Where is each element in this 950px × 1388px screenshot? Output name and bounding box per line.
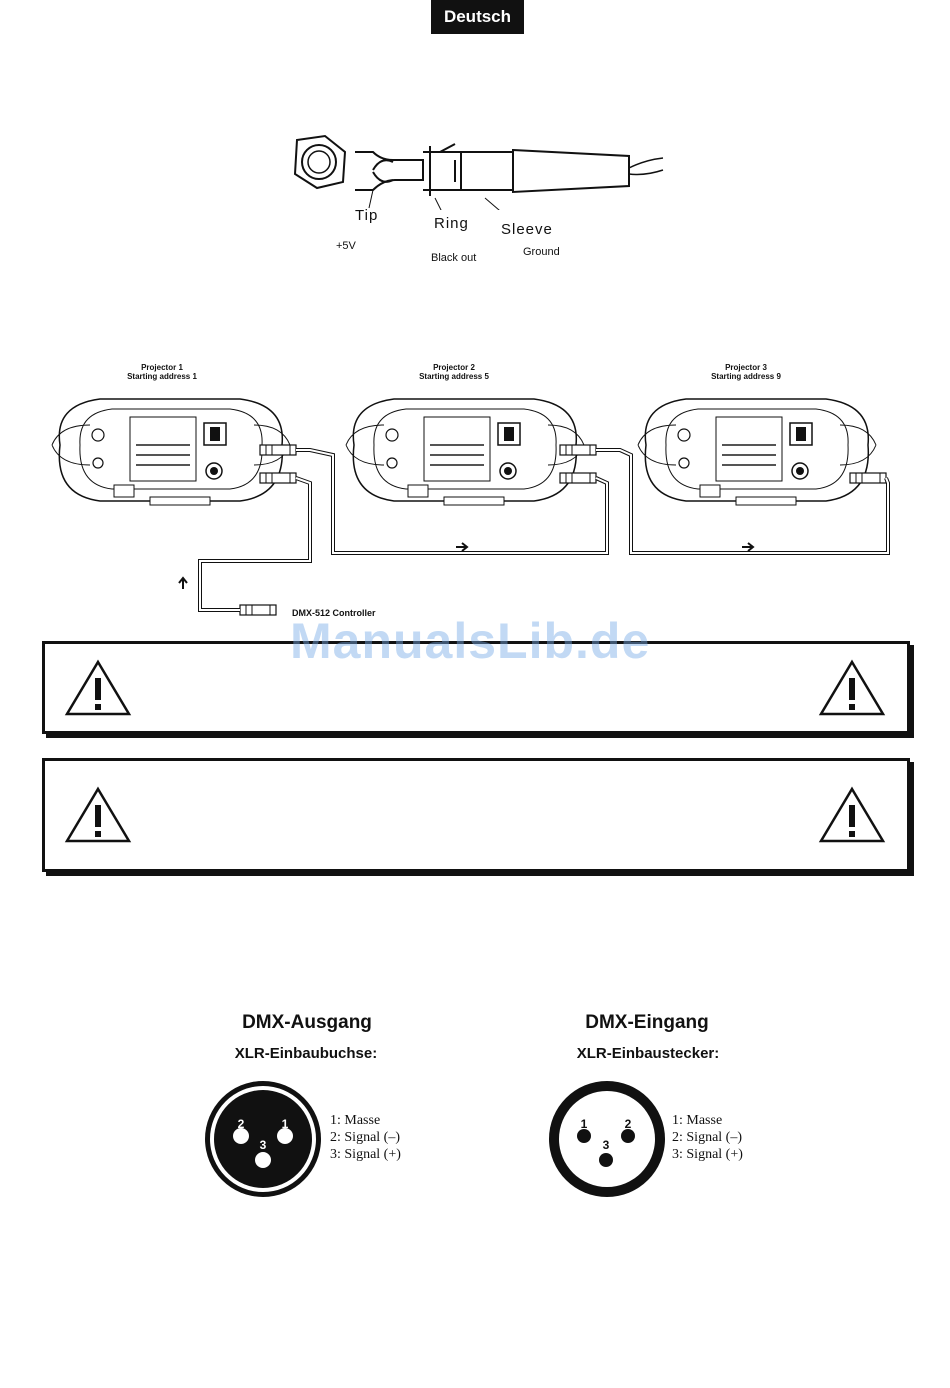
warning-left-icon bbox=[64, 659, 132, 716]
dmx-input-legend: 1: Masse 2: Signal (–) 3: Signal (+) bbox=[672, 1112, 743, 1163]
sleeve-label: Sleeve bbox=[501, 221, 553, 238]
jack-plug-drawing bbox=[293, 134, 664, 210]
tip-value: +5V bbox=[336, 240, 356, 252]
projector-3-label: Projector 3 Starting address 9 bbox=[676, 363, 816, 381]
projector-3-address: Starting address 9 bbox=[711, 372, 781, 381]
legend-line: 3: Signal (+) bbox=[672, 1147, 743, 1162]
dmx-input-subtitle: XLR-Einbaustecker: bbox=[576, 1045, 720, 1062]
xlr-socket-icon: 2 1 3 bbox=[205, 1081, 321, 1197]
projector-1-address: Starting address 1 bbox=[127, 372, 197, 381]
pin-label: 1 bbox=[581, 1117, 588, 1131]
warning-right-icon bbox=[818, 659, 886, 716]
dmx-output-subtitle: XLR-Einbaubuchse: bbox=[234, 1045, 378, 1062]
sleeve-value: Ground bbox=[523, 246, 560, 258]
ring-value: Black out bbox=[431, 252, 477, 264]
pin-label: 3 bbox=[260, 1138, 267, 1152]
ring-label: Ring bbox=[434, 215, 469, 232]
legend-line: 3: Signal (+) bbox=[330, 1147, 401, 1162]
warning-left-icon bbox=[64, 786, 132, 843]
controller-label: DMX-512 Controller bbox=[292, 608, 376, 618]
pin-label: 2 bbox=[238, 1117, 245, 1131]
dmx-output-legend: 1: Masse 2: Signal (–) 3: Signal (+) bbox=[330, 1112, 401, 1163]
legend-line: 1: Masse bbox=[330, 1113, 381, 1128]
pin-label: 3 bbox=[603, 1138, 610, 1152]
projector-1-label: Projector 1 Starting address 1 bbox=[92, 363, 232, 381]
dmx-output-title: DMX-Ausgang bbox=[242, 1012, 372, 1033]
pin-label: 2 bbox=[625, 1117, 632, 1131]
warning-right-icon bbox=[818, 786, 886, 843]
legend-line: 2: Signal (–) bbox=[330, 1130, 400, 1145]
dmx-input-title: DMX-Eingang bbox=[585, 1012, 709, 1033]
warning-box-2 bbox=[42, 758, 910, 872]
legend-line: 2: Signal (–) bbox=[672, 1130, 742, 1145]
projector-2-label: Projector 2 Starting address 5 bbox=[384, 363, 524, 381]
projector-2-address: Starting address 5 bbox=[419, 372, 489, 381]
projector-1-name: Projector 1 bbox=[141, 363, 183, 372]
watermark: ManualsLib.de bbox=[290, 613, 651, 669]
warning-box-1 bbox=[42, 641, 910, 734]
tip-label: Tip bbox=[355, 207, 379, 224]
language-badge: Deutsch bbox=[431, 0, 524, 34]
legend-line: 1: Masse bbox=[672, 1113, 723, 1128]
projector-3-name: Projector 3 bbox=[725, 363, 767, 372]
pin-label: 1 bbox=[282, 1117, 289, 1131]
dmx-chain-drawing bbox=[51, 398, 890, 616]
projector-2-name: Projector 2 bbox=[433, 363, 475, 372]
xlr-plug-icon: 1 2 3 bbox=[549, 1081, 665, 1197]
